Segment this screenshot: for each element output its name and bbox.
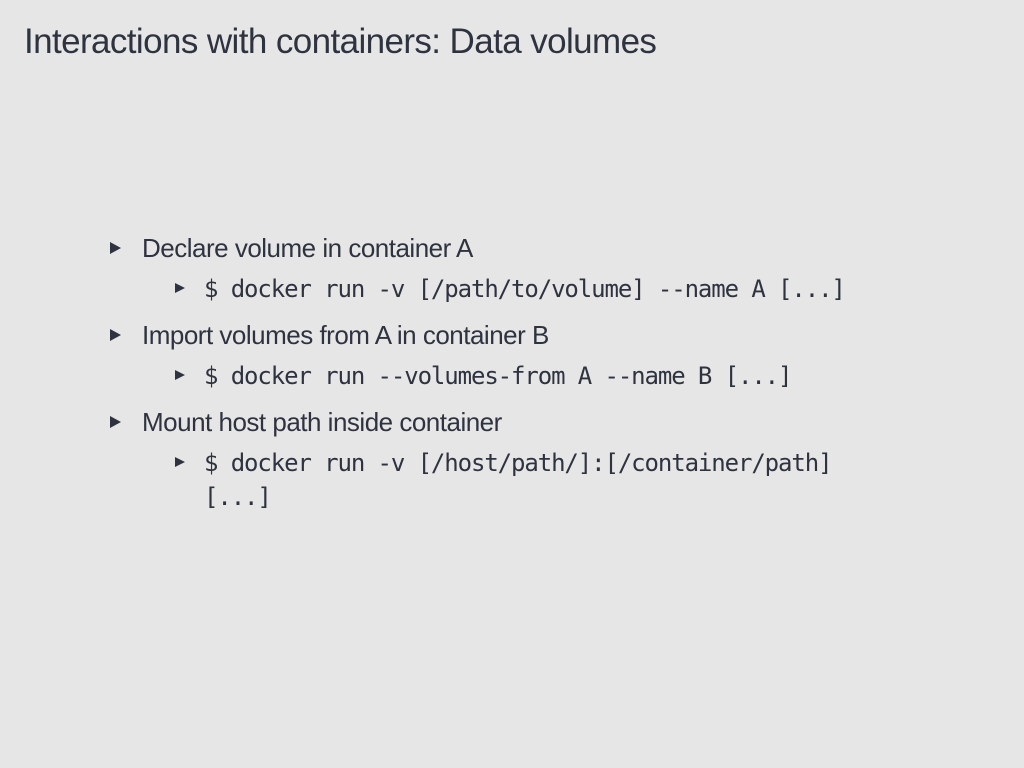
triangle-right-icon [110,329,121,341]
list-item-text: Declare volume in container A [142,233,473,263]
sub-list-item: $ docker run -v [/path/to/volume] --name… [175,272,875,306]
list-item-text: Mount host path inside container [142,407,502,437]
sub-list-item: $ docker run -v [/host/path/]:[/containe… [175,446,875,516]
command-text: $ docker run -v [/path/to/volume] --name… [204,275,846,303]
triangle-right-icon [175,457,185,467]
command-text: $ docker run --volumes-from A --name B [… [204,362,792,390]
sub-list-item: $ docker run --volumes-from A --name B [… [175,359,875,393]
command-text: $ docker run -v [/host/path/]:[/containe… [204,449,845,511]
triangle-right-icon [175,370,185,380]
triangle-right-icon [175,283,185,293]
triangle-right-icon [110,242,121,254]
triangle-right-icon [110,416,121,428]
slide-title: Interactions with containers: Data volum… [24,22,657,61]
list-item-text: Import volumes from A in container B [142,320,549,350]
